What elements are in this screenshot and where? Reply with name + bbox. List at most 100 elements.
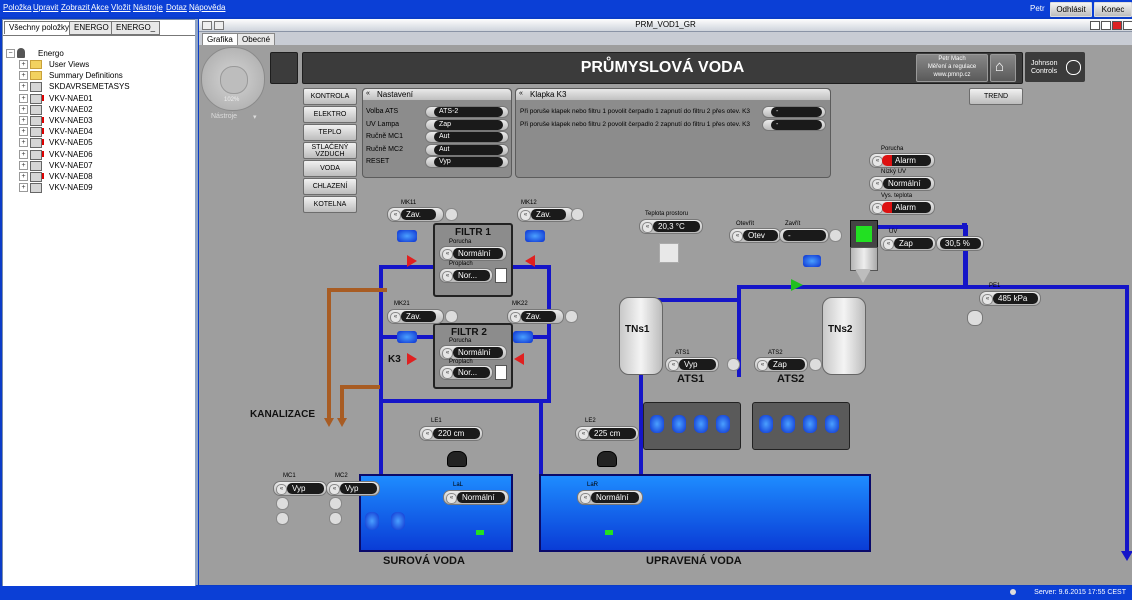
uv-fault-indicator[interactable]: « Alarm xyxy=(869,153,935,168)
tree-item[interactable]: +VKV-NAE04 xyxy=(3,126,193,138)
mk22-indicator[interactable]: « Zav. xyxy=(507,309,564,324)
le2-indicator[interactable]: « 225 cm xyxy=(575,426,639,441)
mc2-knob[interactable] xyxy=(329,497,342,510)
tree-item[interactable]: +VKV-NAE09 xyxy=(3,182,193,194)
menu-item-napoveda[interactable]: Nápověda xyxy=(189,3,226,12)
valve-open-indicator[interactable]: « Otev xyxy=(729,228,781,243)
pump-icon[interactable] xyxy=(391,512,405,530)
pump-icon[interactable] xyxy=(672,415,686,433)
tree-item[interactable]: +VKV-NAE02 xyxy=(3,104,193,115)
expand-icon[interactable]: + xyxy=(19,71,28,81)
tree-item[interactable]: +VKV-NAE01 xyxy=(3,93,193,104)
expand-icon[interactable]: + xyxy=(19,160,28,170)
mc1-knob[interactable] xyxy=(276,497,289,510)
mk12-knob[interactable] xyxy=(571,208,584,221)
nav-kontrola[interactable]: KONTROLA xyxy=(303,88,357,105)
menu-item-akce[interactable]: Akce xyxy=(91,3,109,12)
window-icon[interactable] xyxy=(202,21,212,30)
tree-item[interactable]: +Summary Definitions xyxy=(3,70,193,81)
ats2-knob[interactable] xyxy=(809,358,822,371)
tree-item[interactable]: +VKV-NAE06 xyxy=(3,149,193,160)
tree-item[interactable]: +VKV-NAE08 xyxy=(3,171,193,182)
tools-dropdown[interactable]: Nástroje ▾ xyxy=(203,113,263,123)
menu-item-vlozit[interactable]: Vložit xyxy=(111,3,131,12)
expand-icon[interactable]: + xyxy=(19,82,28,92)
tab-energo[interactable]: ENERGO xyxy=(69,21,114,35)
close-icon[interactable] xyxy=(1112,21,1122,30)
setting-control[interactable]: Aut xyxy=(425,131,509,143)
pump-icon[interactable] xyxy=(803,415,817,433)
nav-voda[interactable]: VODA xyxy=(303,160,357,177)
panel-splitter[interactable] xyxy=(195,19,198,585)
k3-rule-control[interactable]: - xyxy=(762,106,826,118)
menu-item-polozka[interactable]: Položka xyxy=(3,3,32,12)
tree-item[interactable]: +VKV-NAE05 xyxy=(3,137,193,149)
expand-icon[interactable]: + xyxy=(19,149,28,159)
mk12-indicator[interactable]: « Zav. xyxy=(517,207,574,222)
collapse-icon[interactable]: − xyxy=(6,49,15,58)
uv-temp-indicator[interactable]: « Alarm xyxy=(869,200,935,215)
pan-center-icon[interactable] xyxy=(220,66,248,94)
expand-icon[interactable]: + xyxy=(19,172,28,181)
mc1-knob-2[interactable] xyxy=(276,512,289,525)
pump-icon[interactable] xyxy=(825,415,839,433)
tree-item[interactable]: +SKDAVRSEMETASYS xyxy=(3,81,193,93)
filter1-flush-indicator[interactable]: « Nor... xyxy=(439,268,493,283)
nav-elektro[interactable]: ELEKTRO xyxy=(303,106,357,123)
home-button[interactable]: ⌂ xyxy=(990,54,1016,82)
mc2-indicator[interactable]: « Vyp xyxy=(326,481,380,496)
k3-rule-control[interactable]: - xyxy=(762,119,826,131)
uv-low-indicator[interactable]: « Normální xyxy=(869,176,935,191)
tree-item[interactable]: +VKV-NAE07 xyxy=(3,160,193,171)
exit-button[interactable]: Konec xyxy=(1094,2,1132,17)
nav-stlaceny-vzduch[interactable]: STLAČENÝ VZDUCH xyxy=(303,142,357,159)
ats1-indicator[interactable]: « Vyp xyxy=(665,357,719,372)
uv-pct-indicator[interactable]: 30,5 % xyxy=(936,236,984,251)
menu-item-zobrazit[interactable]: Zobrazit xyxy=(61,3,90,12)
filter2-fault-indicator[interactable]: « Normální xyxy=(439,345,507,360)
setting-control[interactable]: Aut xyxy=(425,143,509,156)
pump-icon[interactable] xyxy=(781,415,795,433)
expand-icon[interactable]: + xyxy=(19,116,28,125)
restore-icon[interactable] xyxy=(1101,21,1111,30)
tree-item[interactable]: +User Views xyxy=(3,59,193,70)
credit-box[interactable]: Petr Mach Měření a regulace www.pmnp.cz xyxy=(916,54,988,82)
ats1-knob[interactable] xyxy=(727,358,740,371)
pe1-indicator[interactable]: « 485 kPa xyxy=(979,291,1041,306)
mk21-indicator[interactable]: « Zav. xyxy=(387,309,444,324)
setting-control[interactable]: ATS-2 xyxy=(425,106,509,118)
detach-icon[interactable] xyxy=(1123,21,1132,30)
collapse-icon[interactable]: « xyxy=(366,90,370,97)
filter2-flush-indicator[interactable]: « Nor... xyxy=(439,365,493,380)
mc1-indicator[interactable]: « Vyp xyxy=(273,481,327,496)
expand-icon[interactable]: + xyxy=(19,104,28,114)
pump-icon[interactable] xyxy=(759,415,773,433)
uv-state-indicator[interactable]: « Zap xyxy=(880,236,936,251)
le1-indicator[interactable]: « 220 cm xyxy=(419,426,483,441)
nav-kotelna[interactable]: KOTELNA xyxy=(303,196,357,213)
expand-icon[interactable]: + xyxy=(19,60,28,69)
trend-button[interactable]: TREND xyxy=(969,88,1023,105)
tab-energo-2[interactable]: ENERGO_ xyxy=(111,21,161,35)
pan-zoom-control[interactable]: 102% xyxy=(201,47,265,111)
valve-close-indicator[interactable]: - xyxy=(779,228,829,243)
minimize-icon[interactable] xyxy=(1090,21,1100,30)
tree-item[interactable]: +VKV-NAE03 xyxy=(3,115,193,126)
logout-button[interactable]: Odhlásit xyxy=(1050,2,1092,17)
pump-icon[interactable] xyxy=(694,415,708,433)
menu-item-nastroje[interactable]: Nástroje xyxy=(133,3,163,12)
nav-chlazeni[interactable]: CHLAZENÍ xyxy=(303,178,357,195)
mc2-knob-2[interactable] xyxy=(329,512,342,525)
room-temp-indicator[interactable]: « 20,3 °C xyxy=(639,219,703,234)
pump-icon[interactable] xyxy=(365,512,379,530)
nav-teplo[interactable]: TEPLO xyxy=(303,124,357,141)
tab-all-items[interactable]: Všechny položky xyxy=(4,21,75,34)
collapse-icon[interactable]: « xyxy=(519,90,523,97)
tree-root[interactable]: − Energo xyxy=(3,48,193,59)
mk22-knob[interactable] xyxy=(565,310,578,323)
expand-icon[interactable]: + xyxy=(19,127,28,137)
expand-icon[interactable]: + xyxy=(19,93,28,103)
lal-indicator[interactable]: « Normální xyxy=(443,490,509,505)
expand-icon[interactable]: + xyxy=(19,138,28,148)
filter1-fault-indicator[interactable]: « Normální xyxy=(439,246,507,261)
